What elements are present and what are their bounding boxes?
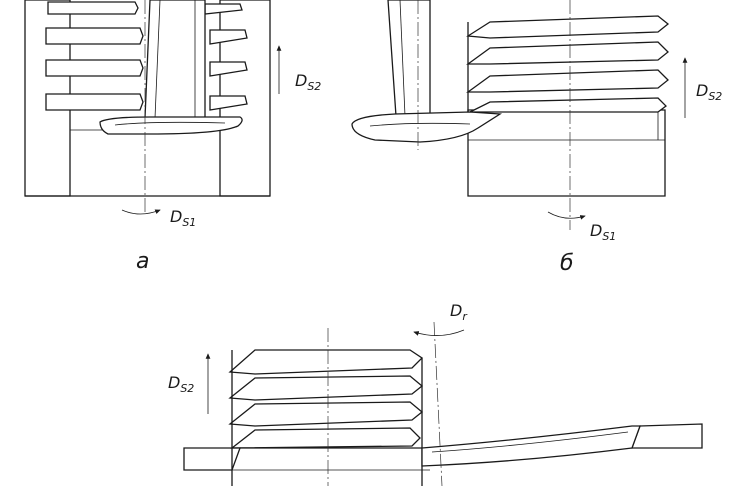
view-a-tool — [99, 0, 243, 135]
view-b-workpiece — [467, 109, 666, 197]
view-a-ds1-arrow — [121, 209, 161, 215]
view-c-dr-arrow — [413, 329, 465, 336]
view-c-dr-label: Dr — [450, 301, 468, 323]
view-a: DS2 DS1 а — [24, 0, 321, 274]
view-b-ds2-label: DS2 — [696, 81, 722, 103]
view-b-ds1-label: DS1 — [590, 221, 616, 243]
view-c-external-thread — [228, 349, 424, 486]
view-b-caption: б — [560, 251, 574, 276]
view-c-ds2-label: DS2 — [168, 373, 194, 395]
view-a-caption: а — [136, 249, 149, 274]
view-b: DS2 DS1 б — [351, 0, 722, 276]
view-b-external-thread — [466, 15, 670, 113]
view-a-ds1-label: DS1 — [170, 207, 196, 229]
view-a-internal-thread — [45, 1, 248, 111]
view-c-cutter — [183, 423, 703, 471]
view-b-tool — [351, 0, 503, 143]
view-c-tilted-axis — [433, 321, 443, 487]
view-c: DS2 Dr — [168, 301, 703, 487]
view-a-ds2-label: DS2 — [295, 71, 321, 93]
view-b-ds1-arrow — [547, 211, 586, 220]
